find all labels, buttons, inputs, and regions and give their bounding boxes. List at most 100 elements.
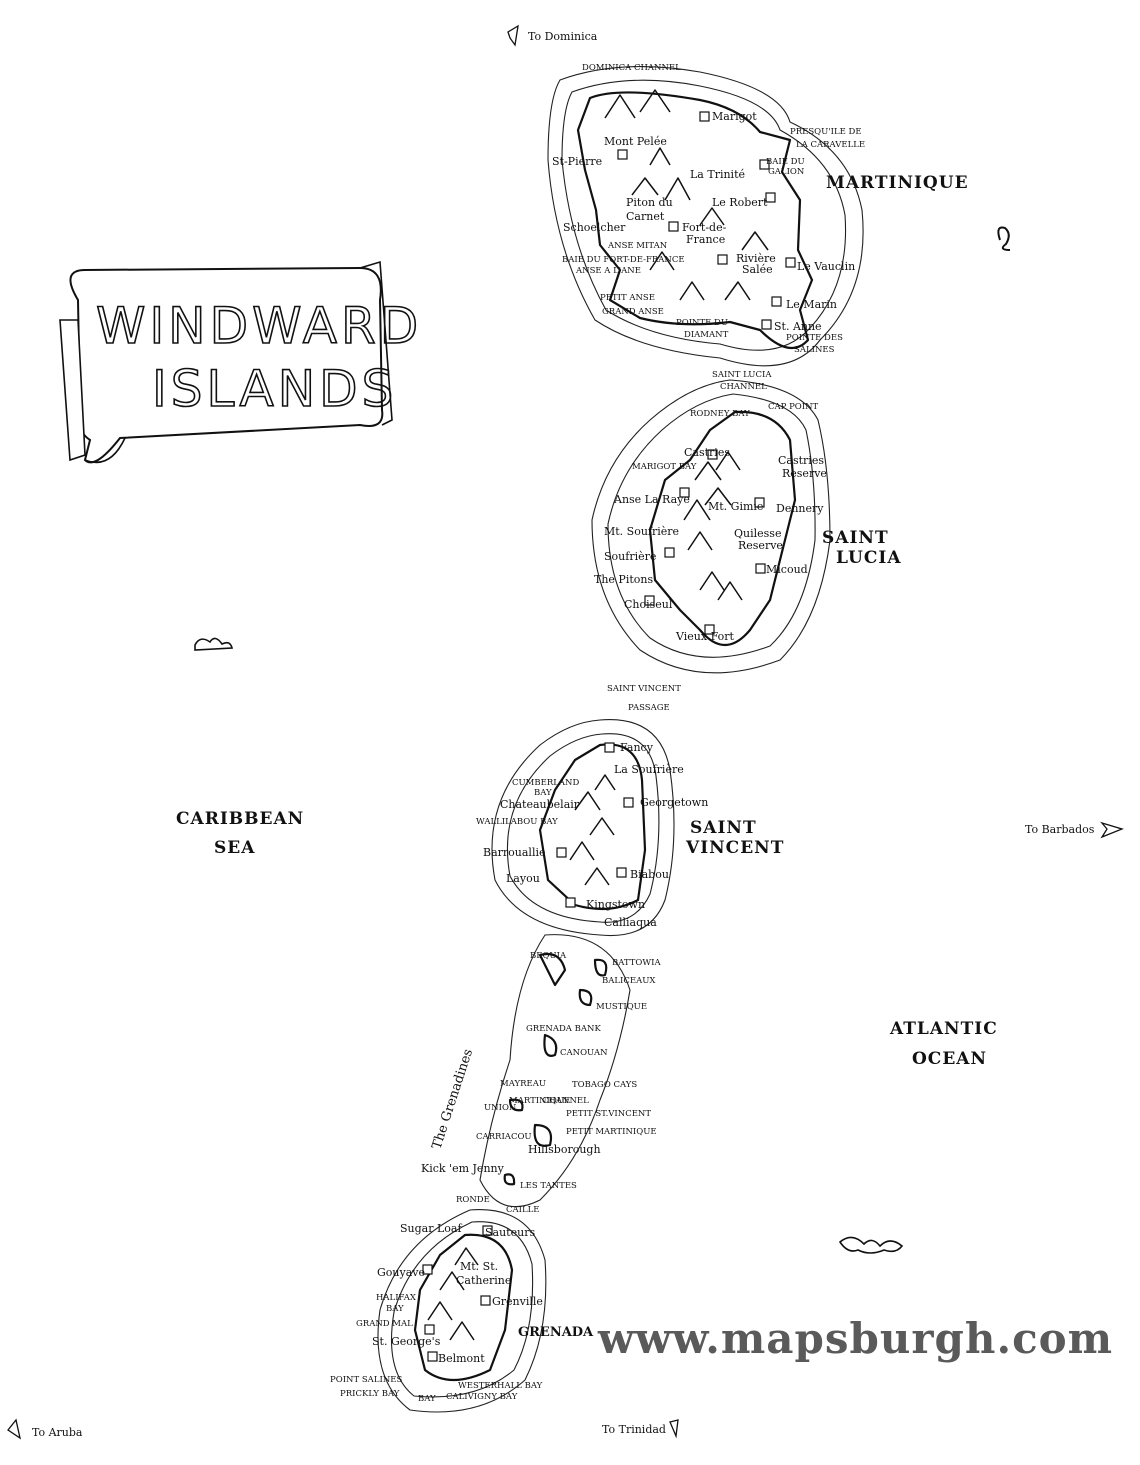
le-robert-label: Le Robert	[712, 196, 768, 209]
hillsborough-label: Hillsborough	[528, 1143, 601, 1156]
micoud-label: Micoud	[766, 563, 808, 576]
st-georges-label: St. George's	[372, 1335, 441, 1348]
saint-vincent-island	[491, 719, 675, 937]
chateaubelair-label: Chateaubelair	[500, 798, 580, 811]
grenville-label: Grenville	[492, 1295, 543, 1308]
fort-2-label: France	[686, 233, 725, 246]
sea-monster-icon	[194, 637, 234, 651]
saint-vincent-places: Fancy La Soufrière CUMBERLAND BAY Chatea…	[476, 741, 708, 929]
martinique-channel-1-label: MARTINIQUE	[509, 1096, 570, 1106]
tobago-cays-label: TOBAGO CAYS	[572, 1080, 637, 1090]
cap-point-label: CAP POINT	[768, 402, 819, 412]
grenadines-islands	[479, 934, 631, 1208]
grenada-label: GRENADA	[518, 1325, 594, 1340]
union-label: UNION	[484, 1103, 517, 1113]
mustique-label: MUSTIQUE	[596, 1002, 647, 1012]
calliaqua-label: Calliaqua	[604, 916, 657, 929]
baliceaux-label: BALICEAUX	[602, 976, 656, 986]
st-vincent-passage-label-2: PASSAGE	[628, 703, 670, 713]
the-pitons-label: The Pitons	[594, 573, 653, 586]
martinique-channel-2-label: CHANNEL	[542, 1096, 589, 1106]
halifax-1-label: HALIFAX	[376, 1293, 417, 1303]
to-aruba-label: To Aruba	[32, 1426, 83, 1439]
le-marin-label: Le Marin	[786, 298, 837, 311]
mt-cath-2-label: Catherine	[456, 1274, 511, 1287]
quilesse-2-label: Reserve	[738, 539, 783, 552]
marigot-label: Marigot	[712, 110, 757, 123]
rodney-bay-label: RODNEY BAY	[690, 409, 750, 419]
ocean-label: OCEAN	[912, 1049, 987, 1069]
anse-mitan-label: ANSE MITAN	[607, 241, 668, 251]
sea-doodles	[194, 226, 1011, 1254]
grand-anse-label: GRAND ANSE	[602, 307, 664, 317]
to-trinidad-label: To Trinidad	[602, 1423, 666, 1436]
mayreau-label: MAYREAU	[500, 1079, 546, 1089]
battowia-label: BATTOWIA	[612, 958, 661, 968]
la-soufriere-label: La Soufrière	[614, 763, 684, 776]
diamant-1-label: POINTE DU	[676, 318, 728, 328]
direction-arrows	[7, 24, 1124, 1440]
arrow-up-icon	[507, 24, 519, 47]
arrow-right-icon	[1100, 821, 1124, 839]
st-lucia-channel-label-2: CHANNEL	[720, 382, 767, 392]
st-pierre-label: St-Pierre	[552, 155, 602, 168]
la-trinite-label: La Trinité	[690, 168, 745, 181]
castries-res-2-label: Reserve	[782, 467, 827, 480]
castries-label: Castries	[684, 446, 730, 459]
baie-du-1-label: BAIE DU	[766, 157, 805, 167]
mt-soufriere-label: Mt. Soufrière	[604, 525, 679, 538]
grenadines-places: BEQUIA BATTOWIA BALICEAUX MUSTIQUE CANOU…	[421, 951, 661, 1215]
saint-lucia-label-1: SAINT	[822, 528, 889, 548]
gouyave-label: Gouyave	[377, 1266, 425, 1279]
piton-1-label: Piton du	[626, 196, 673, 209]
sugar-loaf-label: Sugar Loaf	[400, 1222, 462, 1235]
halifax-2-label: BAY	[386, 1304, 404, 1314]
settlement-markers	[422, 111, 796, 1362]
cumberland-2-label: BAY	[534, 788, 552, 798]
georgetown-label: Georgetown	[640, 796, 708, 809]
title-line-2: ISLANDS	[152, 360, 397, 418]
fort-1-label: Fort-de-	[682, 221, 727, 234]
martinique-label: MARTINIQUE	[826, 173, 969, 193]
sea-label: SEA	[214, 838, 255, 858]
le-vauclin-label: Le Vauclin	[797, 260, 855, 273]
kingstown-label: Kingstown	[586, 898, 645, 911]
anse-lane-label: ANSE A L'ANE	[575, 266, 641, 276]
petit-martinique-label: PETIT MARTINIQUE	[566, 1127, 657, 1137]
saint-vincent-label-1: SAINT	[690, 818, 757, 838]
martinique-island	[547, 66, 864, 367]
grenada-places: Sugar Loaf Sauteurs Gouyave Mt. St. Cath…	[330, 1222, 543, 1404]
grenada-island	[377, 1209, 547, 1413]
saint-lucia-island	[591, 379, 831, 674]
presquile-1-label: PRESQU'ILE DE	[790, 127, 862, 137]
les-tantes-label: LES TANTES	[520, 1181, 577, 1191]
dominica-channel-label: DOMINICA CHANNEL	[582, 63, 681, 73]
mont-pelee-label: Mont Pelée	[604, 135, 667, 148]
prickly-bay-label: PRICKLY BAY	[340, 1389, 400, 1399]
soufriere-label: Soufrière	[604, 550, 656, 563]
presquile-2-label: LA CARAVELLE	[796, 140, 865, 150]
arrow-down-icon	[669, 1419, 679, 1439]
caille-label: CAILLE	[506, 1205, 540, 1215]
point-salines-label: POINT SALINES	[330, 1375, 402, 1385]
atlantic-label: ATLANTIC	[889, 1019, 998, 1039]
martinique-places: Marigot Mont Pelée St-Pierre PRESQU'ILE …	[552, 110, 865, 355]
st-vincent-passage-label-1: SAINT VINCENT	[607, 684, 681, 694]
kick-em-jenny-label: Kick 'em Jenny	[421, 1162, 505, 1175]
petit-anse-label: PETIT ANSE	[600, 293, 655, 303]
belmont-label: Belmont	[438, 1352, 485, 1365]
calivigny-label: CALIVIGNY BAY	[446, 1392, 518, 1402]
schoelcher-label: Schoelcher	[563, 221, 626, 234]
marigot-bay-label: MARIGOT BAY	[632, 462, 697, 472]
caribbean-label: CARIBBEAN	[176, 809, 304, 829]
arrow-down-left-icon	[7, 1418, 21, 1440]
baie-fort-label: BAIE DU FORT-DE-FRANCE	[562, 255, 685, 265]
piton-2-label: Carnet	[626, 210, 665, 223]
saint-lucia-places: RODNEY BAY CAP POINT Castries Castries R…	[594, 402, 827, 643]
grand-mal-label: GRAND MAL	[356, 1319, 413, 1329]
bay-label: BAY	[418, 1394, 436, 1404]
sauteurs-label: Sauteurs	[485, 1226, 535, 1239]
choiseul-label: Choiseul	[624, 598, 673, 611]
